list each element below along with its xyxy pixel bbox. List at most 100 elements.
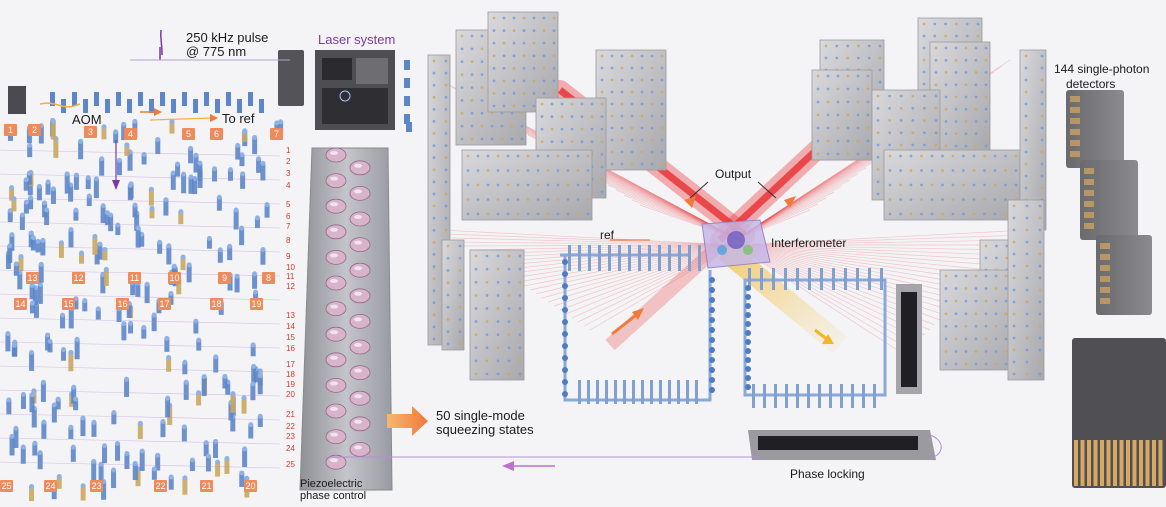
interferometer-chip — [701, 219, 771, 269]
aom-device — [8, 86, 26, 114]
source-tag: 15 — [62, 298, 75, 310]
piezo-label-line2: phase control — [300, 491, 367, 502]
piezo-lens — [325, 275, 347, 291]
channel-number: 23 — [286, 432, 295, 441]
piezo-lens — [325, 352, 347, 368]
channel-number: 12 — [286, 282, 295, 291]
piezo-lens — [325, 224, 347, 240]
beam-direction-arrows — [611, 196, 834, 344]
squeezing-label-line2: squeezing states — [436, 422, 534, 437]
source-tag: 11 — [128, 272, 141, 284]
source-tag: 10 — [168, 272, 181, 284]
channel-number: 10 — [286, 263, 295, 272]
piezo-lens — [325, 147, 347, 163]
source-tag: 18 — [210, 298, 223, 310]
source-tag: 23 — [90, 480, 103, 492]
piezo-lens — [349, 211, 371, 227]
channel-number: 19 — [286, 380, 295, 389]
channel-number: 20 — [286, 390, 295, 399]
aom-label: AOM — [72, 112, 102, 127]
source-tag: 12 — [72, 272, 85, 284]
channel-number: 8 — [286, 236, 291, 245]
piezo-lens — [325, 326, 347, 342]
pulse-label-line1: 250 kHz pulse — [186, 30, 269, 45]
channel-number: 2 — [286, 157, 291, 166]
single-photon-detectors — [1066, 90, 1166, 488]
source-optics-array — [0, 86, 284, 502]
piezo-lens — [349, 288, 371, 304]
channel-number: 21 — [286, 410, 295, 419]
detector-panel — [487, 11, 559, 113]
ref-label: ref — [600, 228, 615, 242]
channel-number: 7 — [286, 222, 291, 231]
channel-number: 1 — [286, 146, 291, 155]
laser-system — [278, 50, 412, 132]
source-tag: 21 — [200, 480, 213, 492]
piezo-lens — [349, 262, 371, 278]
laser-system-label: Laser system — [318, 32, 396, 47]
source-tag: 3 — [84, 126, 97, 138]
channel-number: 13 — [286, 311, 295, 320]
detector-panel — [441, 239, 465, 351]
channel-number: 3 — [286, 169, 291, 178]
source-tag: 8 — [262, 272, 275, 284]
feedback-line — [330, 434, 942, 471]
detector-panel — [811, 69, 873, 161]
detector-panel — [469, 249, 525, 381]
loop-posts — [562, 245, 883, 408]
pulse-label-line2: @ 775 nm — [186, 44, 247, 59]
source-tag: 24 — [44, 480, 57, 492]
channel-number: 9 — [286, 252, 291, 261]
piezo-lens — [349, 416, 371, 432]
source-tag: 14 — [14, 298, 27, 310]
to-ref-label: To ref — [222, 111, 255, 126]
channel-number: 25 — [286, 460, 295, 469]
source-tag: 1 — [4, 124, 17, 136]
interferometer-label: Interferometer — [771, 236, 847, 250]
channel-number: 5 — [286, 200, 291, 209]
channel-number: 16 — [286, 344, 295, 353]
squeezing-label-line1: 50 single-mode — [436, 408, 525, 423]
source-tag: 7 — [270, 128, 283, 140]
piezo-lens — [349, 390, 371, 406]
piezo-lens — [325, 403, 347, 419]
source-tag: 20 — [244, 480, 257, 492]
piezoelectric-plate — [299, 147, 393, 491]
piezo-lens — [349, 365, 371, 381]
phase-locking-unit — [748, 284, 936, 460]
piezo-lens — [325, 173, 347, 189]
piezo-lens — [349, 237, 371, 253]
source-tag: 9 — [218, 272, 231, 284]
piezo-lens — [325, 198, 347, 214]
channel-number: 22 — [286, 422, 295, 431]
channel-number: 11 — [286, 272, 295, 281]
piezo-lens — [325, 429, 347, 445]
source-tag: 5 — [182, 128, 195, 140]
pump-path — [39, 29, 290, 190]
source-tag: 17 — [158, 298, 171, 310]
detectors-label-line1: 144 single-photon — [1054, 62, 1150, 76]
piezo-lens — [325, 454, 347, 470]
piezo-lens — [349, 339, 371, 355]
output-pointer-lines — [689, 181, 777, 199]
piezo-lens — [349, 441, 371, 457]
piezo-lens — [349, 185, 371, 201]
source-tag: 6 — [210, 128, 223, 140]
squeezing-output-arrow — [387, 406, 428, 436]
piezo-lens — [325, 249, 347, 265]
piezo-lens — [325, 301, 347, 317]
source-tag: 2 — [28, 124, 41, 136]
piezo-lens — [349, 160, 371, 176]
source-tag: 16 — [116, 298, 129, 310]
channel-number: 24 — [286, 444, 295, 453]
source-tag: 19 — [250, 298, 263, 310]
source-tag: 13 — [26, 272, 39, 284]
output-label: Output — [715, 167, 752, 181]
source-tag: 25 — [0, 480, 13, 492]
channel-number: 18 — [286, 370, 295, 379]
detector-panel — [595, 49, 667, 171]
piezo-lens — [325, 377, 347, 393]
source-tag: 4 — [124, 128, 137, 140]
detection-panels — [427, 11, 1047, 381]
